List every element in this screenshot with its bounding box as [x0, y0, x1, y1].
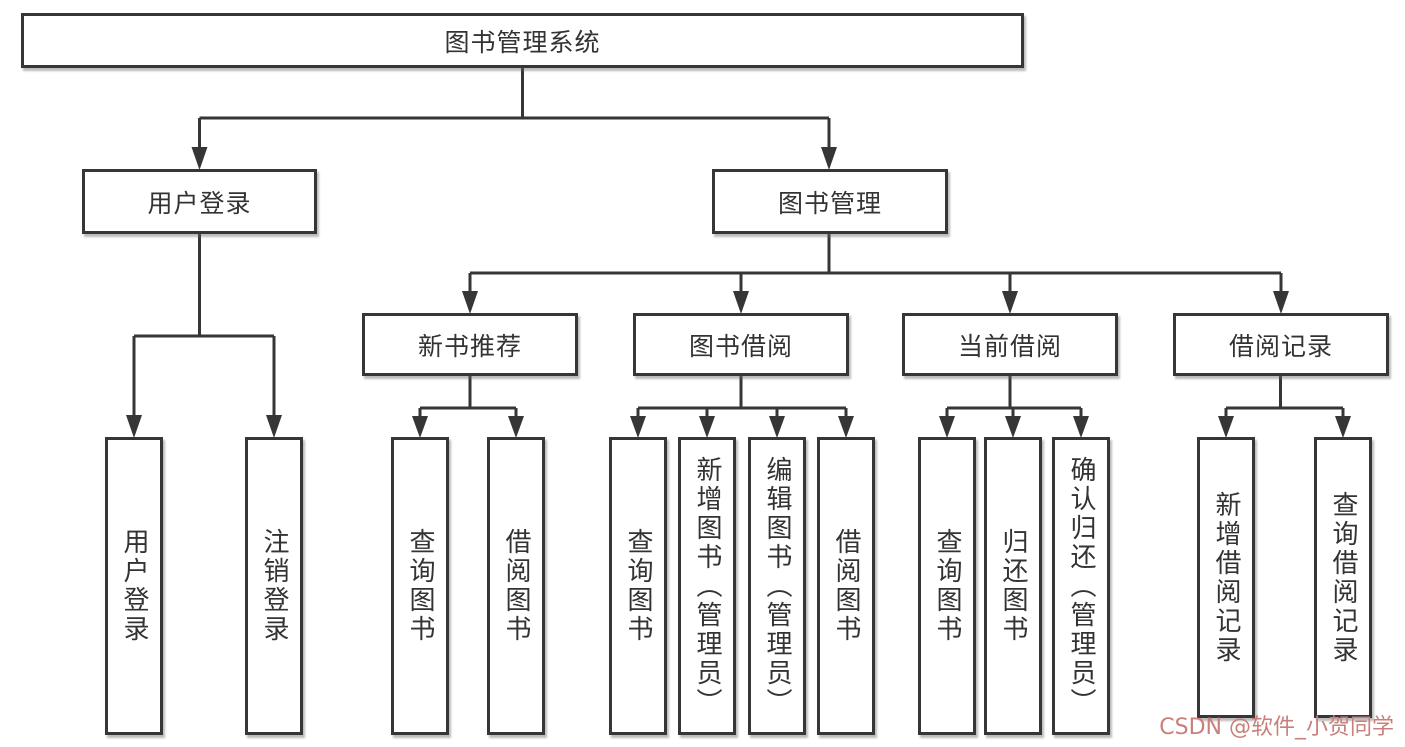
leaf-recommend-query-books-label: 查询图书: [405, 528, 435, 644]
leaf-borrow-add-books-label: 新增图书（管理员）: [692, 455, 722, 717]
leaf-recommend-borrow-books: 借阅图书: [487, 437, 545, 735]
leaf-borrow-borrow-books: 借阅图书: [817, 437, 875, 735]
node-new-book-recommend-label: 新书推荐: [417, 331, 522, 361]
leaf-records-add-record: 新增借阅记录: [1197, 437, 1255, 718]
node-book-management-label: 图书管理: [777, 188, 882, 218]
leaf-borrow-query-books: 查询图书: [609, 437, 667, 735]
node-system: 图书管理系统: [21, 13, 1024, 68]
leaf-borrow-edit-books-label: 编辑图书（管理员）: [762, 455, 792, 717]
node-book-management: 图书管理: [712, 169, 948, 234]
leaf-current-query-books: 查询图书: [918, 437, 976, 735]
leaf-records-add-record-label: 新增借阅记录: [1211, 490, 1241, 665]
leaf-logout-label: 注销登录: [259, 528, 289, 644]
leaf-recommend-query-books: 查询图书: [391, 437, 449, 735]
leaf-borrow-borrow-books-label: 借阅图书: [831, 528, 861, 644]
leaf-borrow-edit-books: 编辑图书（管理员）: [748, 437, 806, 735]
leaf-logout: 注销登录: [245, 437, 303, 735]
node-book-borrow-label: 图书借阅: [688, 331, 793, 361]
leaf-borrow-add-books: 新增图书（管理员）: [678, 437, 736, 735]
node-user-login-label: 用户登录: [147, 188, 252, 218]
node-user-login: 用户登录: [82, 169, 317, 234]
leaf-current-return-books-label: 归还图书: [998, 528, 1028, 644]
leaf-user-login-label: 用户登录: [119, 528, 149, 644]
watermark-text: CSDN @软件_小贺同学: [1159, 715, 1394, 740]
node-borrow-records-label: 借阅记录: [1228, 331, 1333, 361]
node-current-borrow-label: 当前借阅: [957, 331, 1062, 361]
leaf-user-login: 用户登录: [105, 437, 163, 735]
leaf-current-confirm-return: 确认归还（管理员）: [1052, 437, 1110, 735]
leaf-recommend-borrow-books-label: 借阅图书: [501, 528, 531, 644]
leaf-current-return-books: 归还图书: [984, 437, 1042, 735]
node-borrow-records: 借阅记录: [1173, 313, 1389, 376]
leaf-current-query-books-label: 查询图书: [932, 528, 962, 644]
node-book-borrow: 图书借阅: [633, 313, 849, 376]
leaf-records-query-record: 查询借阅记录: [1314, 437, 1372, 718]
leaf-borrow-query-books-label: 查询图书: [623, 528, 653, 644]
node-new-book-recommend: 新书推荐: [362, 313, 578, 376]
node-system-label: 图书管理系统: [444, 27, 601, 57]
node-current-borrow: 当前借阅: [902, 313, 1118, 376]
leaf-records-query-record-label: 查询借阅记录: [1328, 490, 1358, 665]
leaf-current-confirm-return-label: 确认归还（管理员）: [1066, 455, 1096, 717]
